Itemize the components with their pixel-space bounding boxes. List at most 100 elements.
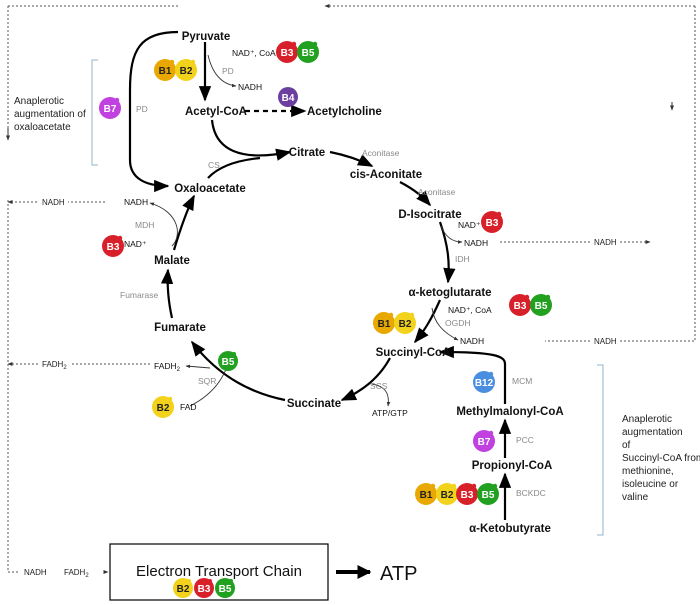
cofactor-ogdh-in: NAD⁺, CoA [448,305,492,315]
metabolite-methylmalonyl-coa: Methylmalonyl-CoA [456,406,563,418]
svg-text:Anaplerotic: Anaplerotic [622,414,672,425]
metabolite-alpha-ketoglutarate: α-ketoglutarate [408,287,491,299]
svg-text:Anaplerotic: Anaplerotic [14,96,64,107]
cofactor-sqr-in: FAD [180,402,197,412]
vitamin-b2-badge: B2 [394,312,416,334]
vitamin-b3-badge: B3 [509,294,531,316]
svg-text:B5: B5 [535,301,548,312]
side-bottom-fadh: FADH2 [64,568,89,579]
vitamin-b5-badge: B5 [530,294,552,316]
cofactor-mdh-out: NADH [124,197,148,207]
svg-text:B2: B2 [399,319,412,330]
vitamin-b12-badge: B12 [473,371,495,393]
metabolite-succinyl-coa: Succinyl-CoA [376,347,451,359]
main-arrows [128,30,512,520]
vitamin-b5-badge: B5 [215,578,235,598]
atp-label: ATP [380,563,417,585]
cofactor-mdh-in: NAD⁺ [124,239,147,249]
enzyme-pd-left: PD [136,104,148,114]
note-right: Anaplerotic augmentation of Succinyl-CoA… [622,414,700,503]
svg-text:B5: B5 [222,357,235,368]
enzyme-sqr: SQR [198,376,216,386]
enzyme-ogdh: OGDH [445,318,471,328]
svg-text:B3: B3 [486,218,499,229]
metabolite-pyruvate: Pyruvate [182,31,231,43]
vitamin-b1-badge: B1 [415,483,437,505]
svg-text:Succinyl-CoA from: Succinyl-CoA from [622,453,700,464]
vitamin-b4-badge: B4 [278,87,298,107]
svg-text:B7: B7 [104,104,117,115]
svg-text:B3: B3 [107,242,120,253]
side-fadh-left: FADH2 [42,360,67,371]
enzyme-bckdc: BCKDC [516,488,546,498]
svg-text:B5: B5 [302,48,315,59]
metabolite-fumarate: Fumarate [154,322,206,334]
cofactor-pd-in: NAD⁺, CoA [232,48,276,58]
svg-text:B4: B4 [282,93,295,104]
svg-text:methionine,: methionine, [622,466,674,477]
svg-text:B2: B2 [157,403,170,414]
svg-text:oxaloacetate: oxaloacetate [14,122,71,133]
vitamin-b1-badge: B1 [154,59,176,81]
svg-text:isoleucine or: isoleucine or [622,479,679,490]
svg-text:B3: B3 [461,490,474,501]
vitamin-b2-badge: B2 [152,396,174,418]
svg-text:B1: B1 [159,66,172,77]
metabolite-citrate: Citrate [289,147,325,159]
svg-text:B7: B7 [478,437,491,448]
cofactor-ogdh-out: NADH [460,336,484,346]
enzyme-pd-top: PD [222,66,234,76]
svg-text:B12: B12 [475,378,494,389]
vitamin-b3-badge: B3 [276,41,298,63]
metabolite-succinate: Succinate [287,398,341,410]
enzyme-fumarase: Fumarase [120,290,159,300]
svg-text:B5: B5 [219,584,232,595]
metabolite-malate: Malate [154,255,190,267]
note-left: Anaplerotic augmentation of oxaloacetate [14,96,86,133]
svg-text:B3: B3 [198,584,211,595]
svg-text:of: of [622,440,631,451]
vitamin-b2-badge: B2 [173,578,193,598]
vitamin-b5-badge: B5 [477,483,499,505]
side-bottom-nadh: NADH [24,568,47,577]
enzyme-mcm: MCM [512,376,532,386]
side-nadh-left: NADH [42,198,65,207]
enzyme-mdh: MDH [135,220,154,230]
enzyme-aconitase-2: Aconitase [418,187,456,197]
vitamin-b2-badge: B2 [175,59,197,81]
vitamin-b1-badge: B1 [373,312,395,334]
vitamin-b5-badge: B5 [218,351,238,371]
cofactor-pd-out: NADH [238,82,262,92]
electron-transport-chain: Electron Transport Chain B2 B3 B5 ATP [109,543,417,601]
cofactor-idh-in: NAD⁺ [458,220,481,230]
metabolite-d-isocitrate: D-Isocitrate [398,209,461,221]
vitamin-badges: B1 B2 B3 B5 B4 B7 B3 B1 B2 B3 B5 B5 B2 B… [99,41,552,505]
svg-text:augmentation: augmentation [622,427,683,438]
svg-text:B2: B2 [441,490,454,501]
enzyme-aconitase-1: Aconitase [362,148,400,158]
metabolite-acetyl-coa: Acetyl-CoA [185,106,247,118]
metabolite-propionyl-coa: Propionyl-CoA [472,460,553,472]
metabolite-alpha-ketobutyrate: α-Ketobutyrate [469,523,551,535]
cofactor-labels: NAD⁺, CoA NADH NAD⁺ NADH NAD⁺, CoA NADH … [124,48,492,418]
svg-text:augmentation of: augmentation of [14,109,86,120]
metabolite-cis-aconitate: cis-Aconitate [350,169,422,181]
vitamin-b7-badge: B7 [99,97,121,119]
vitamin-b7-badge: B7 [473,430,495,452]
metabolite-acetylcholine: Acetylcholine [307,106,382,118]
svg-text:B1: B1 [420,490,433,501]
vitamin-b3-badge: B3 [102,235,124,257]
vitamin-b5-badge: B5 [297,41,319,63]
dashed-routes [7,4,696,574]
etc-label: Electron Transport Chain [136,563,302,580]
svg-text:B3: B3 [281,48,294,59]
enzyme-cs: CS [208,160,220,170]
enzyme-idh: IDH [455,254,470,264]
cofactor-scs-out: ATP/GTP [372,408,408,418]
metabolite-oxaloacetate: Oxaloacetate [174,183,246,195]
svg-text:B5: B5 [482,490,495,501]
vitamin-b2-badge: B2 [436,483,458,505]
svg-text:valine: valine [622,492,649,503]
